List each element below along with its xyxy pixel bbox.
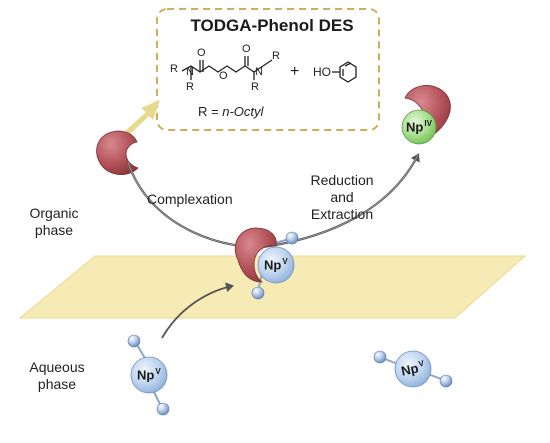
oxygen-label: O: [219, 70, 228, 82]
reduction-line2: and: [330, 189, 354, 205]
phenol-ho-label: HO: [313, 65, 331, 79]
r-group-label: R: [186, 81, 194, 93]
des-title: TODGA-Phenol DES: [190, 16, 354, 35]
plus-sign: +: [290, 63, 300, 80]
complexation-label: Complexation: [147, 191, 233, 207]
todga-ligand-free: [96, 130, 139, 175]
oxo-atom: [285, 231, 299, 245]
interface-plane-edge: [18, 255, 527, 319]
r-definition: R = n-Octyl: [198, 104, 263, 119]
des-structure-box: [156, 8, 380, 131]
np5-symbol: Np: [137, 367, 155, 383]
np4-complex: [401, 85, 451, 145]
aqueous-phase-line2: phase: [37, 376, 77, 392]
np5-charge: V: [417, 358, 425, 369]
np5-charge: V: [282, 257, 288, 266]
phenol-ring: [332, 61, 357, 83]
aqueous-phase-label: Aqueous phase: [24, 359, 90, 393]
np5-aqueous-right: [373, 350, 453, 388]
np4-sphere: [401, 109, 437, 145]
todga-ligand-bound-np5: [234, 227, 277, 283]
todga-structure: [181, 56, 273, 80]
np4-label: NpIV: [406, 119, 432, 134]
ligand-to-box-arrow: [124, 100, 160, 136]
reduction-extraction-label: Reduction and Extraction: [302, 172, 382, 223]
oxo-atom: [439, 374, 453, 388]
np5-sphere: [130, 356, 168, 394]
oxo-atom: [251, 286, 265, 300]
r-group-label: R: [170, 63, 178, 75]
reduction-line1: Reduction: [310, 172, 374, 188]
oxygen-label: O: [242, 43, 251, 55]
np4-symbol: Np: [406, 119, 424, 135]
np5-sphere: [257, 246, 295, 284]
organic-phase-line1: Organic: [29, 205, 79, 221]
organic-phase-line2: phase: [34, 222, 74, 238]
r-definition-prefix: R =: [198, 104, 223, 119]
oxo-atom: [156, 402, 170, 416]
np5-label-interface: NpV: [264, 257, 288, 272]
np5-interface-complex: [234, 227, 299, 300]
aqueous-to-interface-arrow: [161, 282, 234, 339]
np5-symbol: Np: [264, 257, 282, 273]
organic-phase-label: Organic phase: [22, 205, 86, 239]
np5-aqueous-left: [127, 334, 170, 416]
oxo-atom: [127, 334, 141, 348]
reduction-line3: Extraction: [310, 206, 374, 222]
r-group-label: R: [251, 81, 259, 93]
np5-sphere: [394, 350, 432, 388]
np5-label-aqueous-left: NpV: [137, 367, 161, 382]
oxo-atom: [373, 350, 387, 364]
interface-plane: [20, 256, 525, 318]
np5-charge: V: [155, 367, 161, 376]
nitrogen-label: N: [186, 66, 194, 78]
r-definition-value: n-Octyl: [222, 104, 264, 119]
np4-charge: IV: [424, 119, 432, 128]
r-group-label: R: [272, 50, 280, 62]
nitrogen-label: N: [255, 66, 263, 78]
oxygen-label: O: [197, 47, 206, 59]
aqueous-phase-line1: Aqueous: [29, 359, 85, 375]
